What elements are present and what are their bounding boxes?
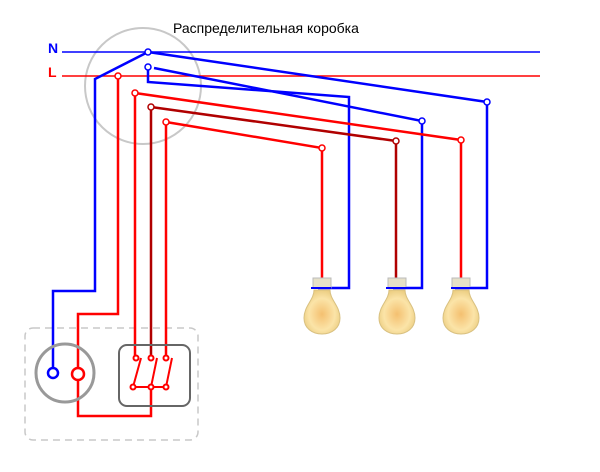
lamp-2 (378, 277, 416, 335)
triple-switch (118, 344, 191, 407)
neutral-wire-lamp-3 (147, 50, 489, 290)
switch-key-3 (165, 357, 173, 388)
switch-key-2 (150, 357, 158, 388)
socket (34, 342, 96, 404)
socket-line-terminal (70, 366, 86, 382)
junction-node (162, 118, 170, 126)
junction-node (131, 89, 139, 97)
switched-wire-lamp-2 (150, 105, 398, 278)
junction-box (84, 27, 202, 145)
neutral-wire-socket (51, 50, 149, 368)
wire-node (318, 144, 326, 152)
line-wire-socket (76, 76, 120, 367)
switched-wire-lamp-1 (165, 120, 324, 278)
socket-neutral-terminal (46, 366, 60, 380)
wire-node (483, 98, 491, 106)
junction-box-title: Распределительная коробка (173, 20, 359, 36)
lamp-3 (442, 277, 480, 335)
switch-key-1 (132, 357, 142, 388)
wire-node (457, 136, 465, 144)
neutral-wire-lamp-1 (146, 67, 351, 290)
wire-node (418, 117, 426, 125)
junction-node (114, 72, 122, 80)
socket-to-switch-wire (76, 380, 153, 418)
wall-box (24, 327, 199, 441)
wire-node (392, 137, 400, 145)
junction-node (147, 103, 155, 111)
junction-node (144, 48, 152, 56)
line-label: L (48, 64, 57, 80)
lamp-1 (303, 277, 341, 335)
neutral-label: N (48, 40, 59, 56)
junction-node (144, 63, 152, 71)
switched-wire-lamp-3 (134, 91, 463, 278)
